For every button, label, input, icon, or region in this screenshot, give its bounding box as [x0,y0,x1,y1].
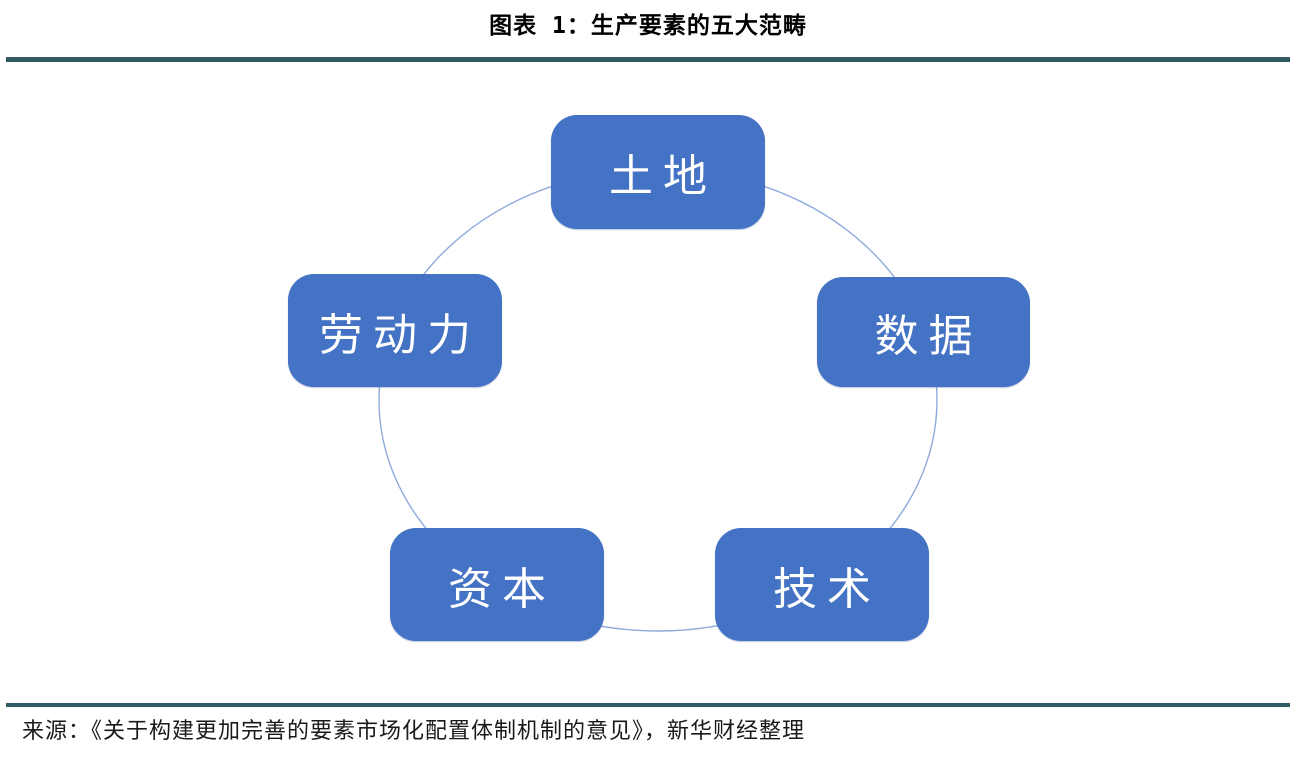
node-capital: 资本 [390,528,604,641]
node-labor-label: 劳动力 [319,309,481,361]
source-divider [6,703,1290,707]
node-data-label: 数据 [874,311,983,362]
node-technology: 技术 [715,528,929,641]
figure-title: 图表 1：生产要素的五大范畴 [489,13,807,39]
node-land: 土地 [551,115,765,229]
node-labor: 劳动力 [288,274,502,387]
source-note: 来源：《关于构建更加完善的要素市场化配置体制机制的意见》，新华财经整理 [22,719,806,744]
node-capital-label: 资本 [448,563,556,615]
node-data: 数据 [817,277,1030,387]
title-divider [6,57,1290,62]
node-land-label: 土地 [609,151,717,202]
node-technology-label: 技术 [773,563,881,615]
